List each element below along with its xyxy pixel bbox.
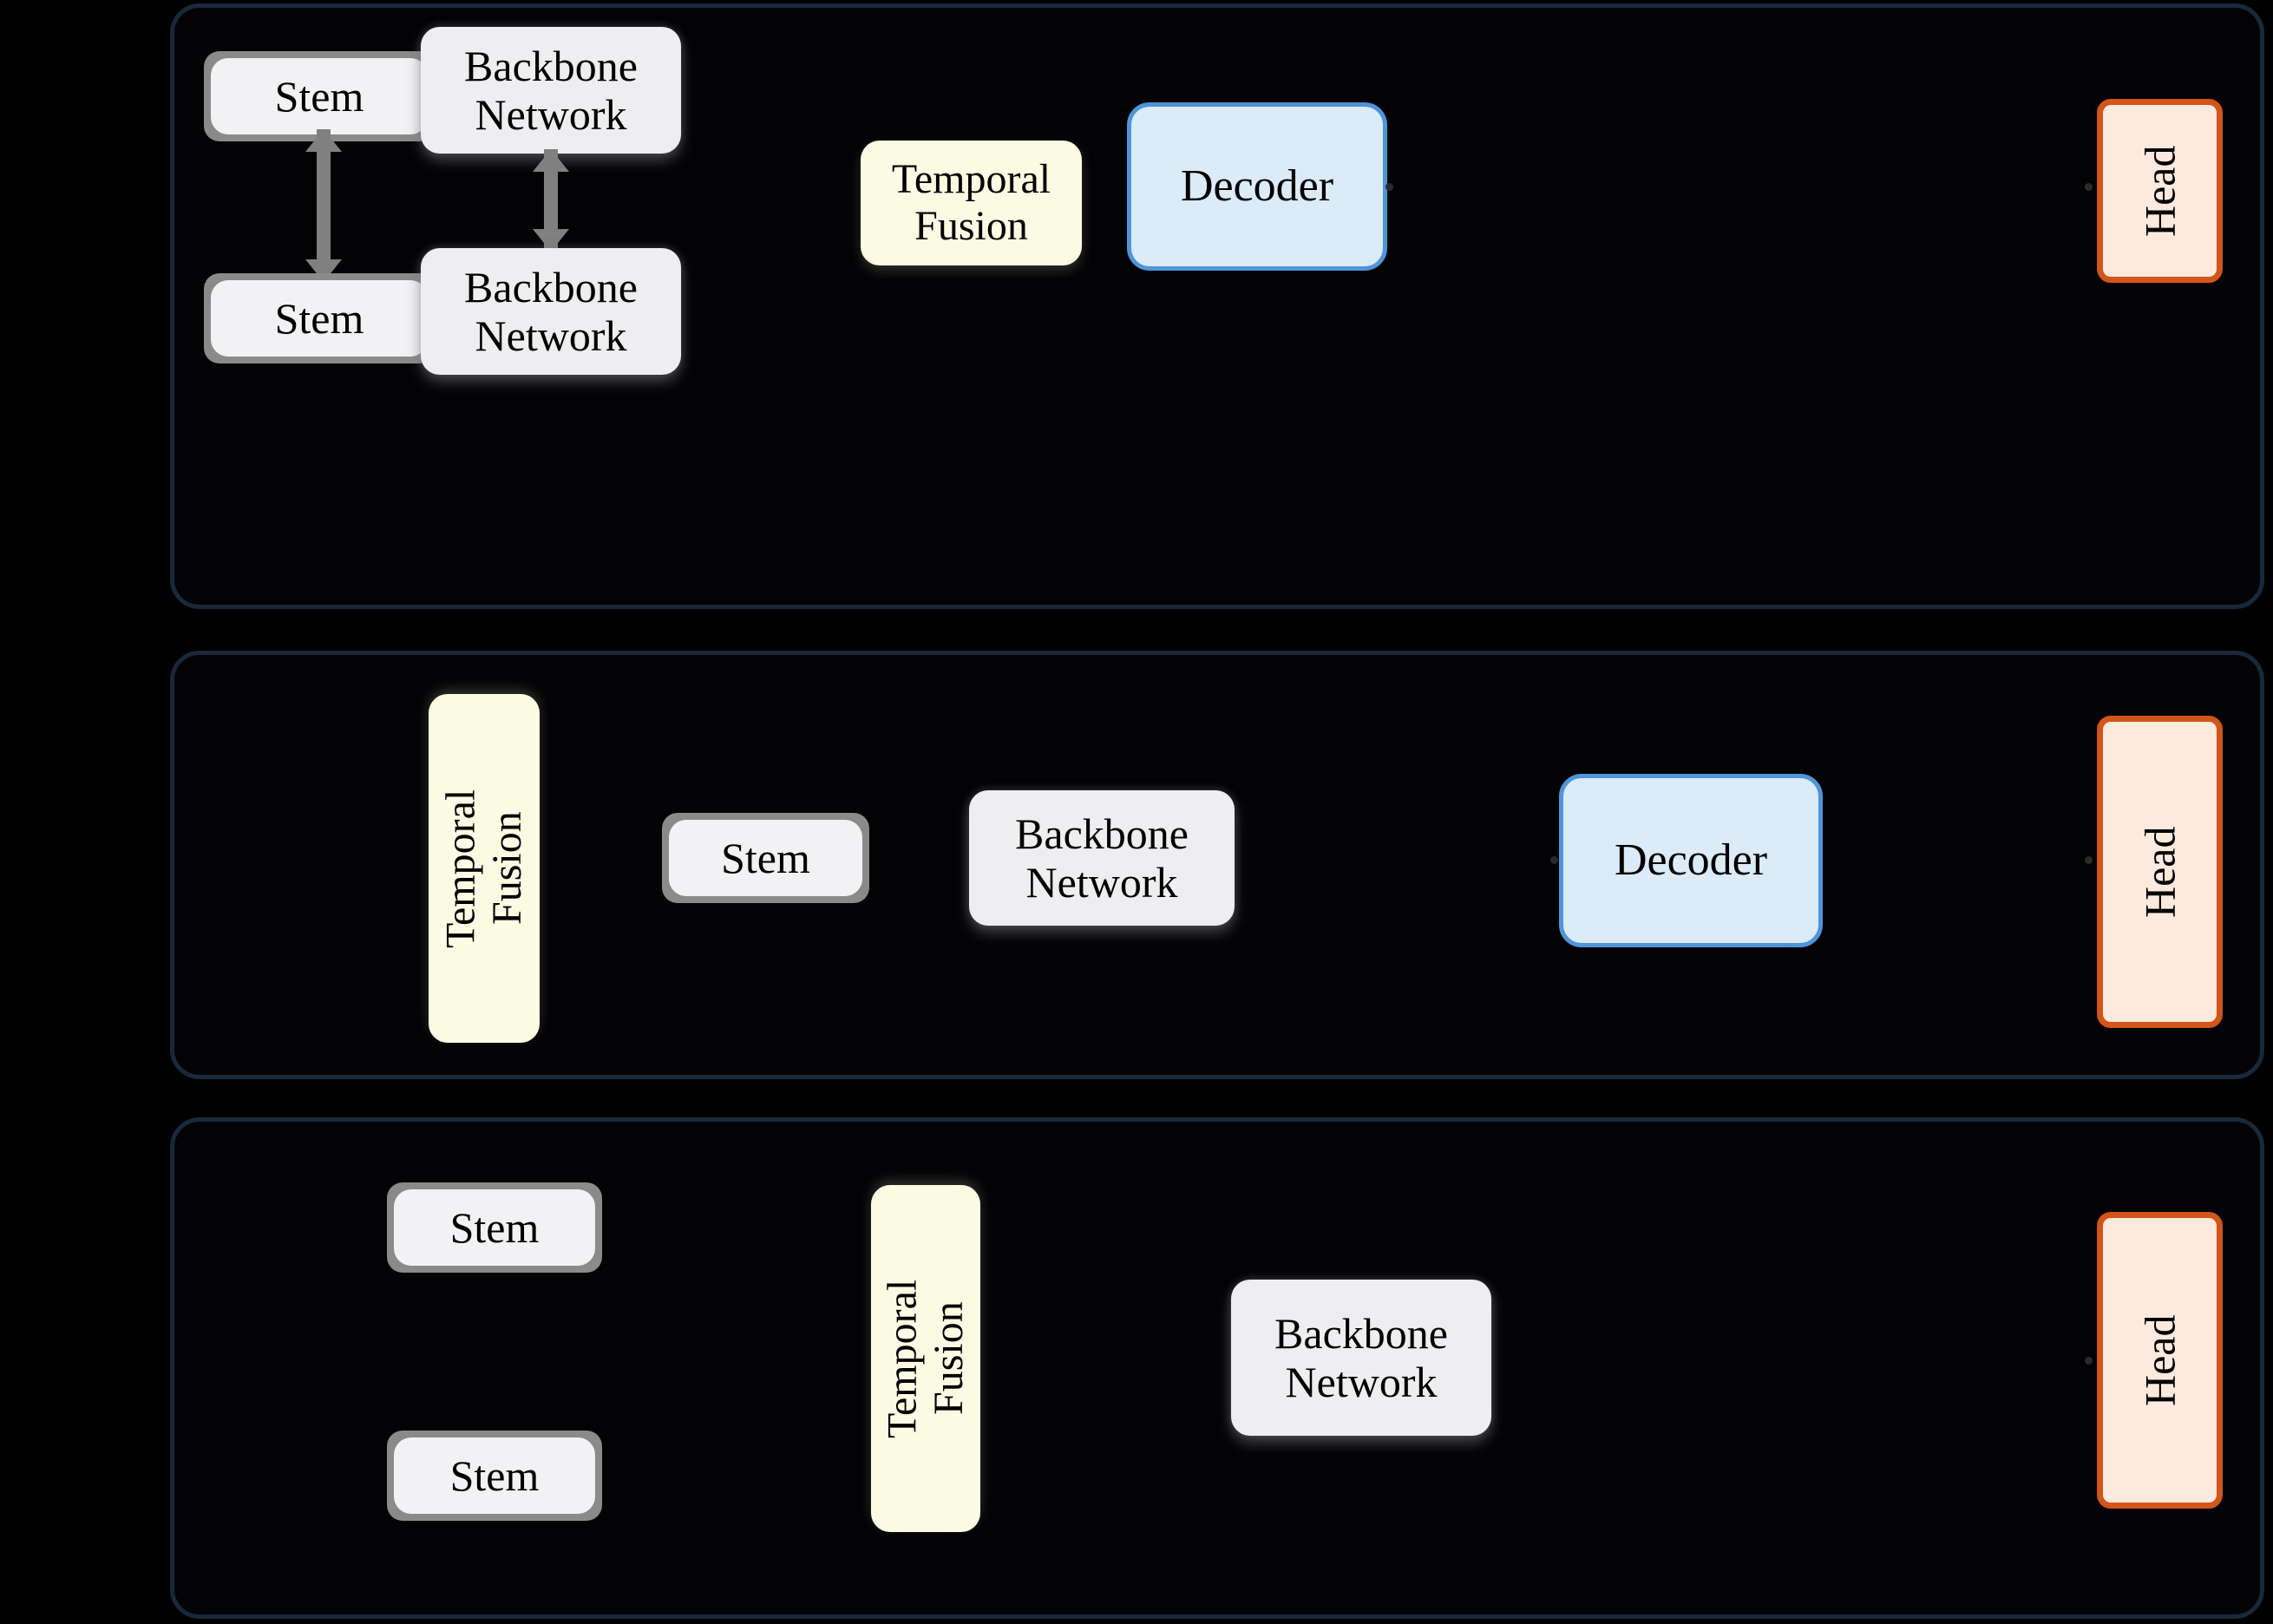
- panel-3-temporal-fusion-label: Temporal Fusion: [879, 1279, 972, 1438]
- panel-1-head-label: Head: [2135, 145, 2185, 237]
- panel-1-port-head-in: [2085, 183, 2093, 191]
- panel-1-backbone-network-top: Backbone Network: [421, 27, 681, 154]
- panel-1-stem-top: Stem: [211, 58, 428, 134]
- panel-2-head: Head: [2097, 716, 2223, 1028]
- panel-2-backbone-network-label: Backbone Network: [1015, 809, 1189, 907]
- connector-shaft: [544, 149, 558, 252]
- panel-1-stem-bottom-label: Stem: [274, 294, 364, 343]
- panel-1-decoder-label: Decoder: [1180, 160, 1334, 211]
- panel-2-port-decoder-in: [1550, 856, 1558, 864]
- panel-3-backbone-network: Backbone Network: [1231, 1280, 1491, 1436]
- panel-1-backbone-network-top-label: Backbone Network: [464, 42, 638, 139]
- panel-3-port-head-in: [2085, 1357, 2093, 1365]
- panel-3-head: Head: [2097, 1212, 2223, 1509]
- panel-3-temporal-fusion: Temporal Fusion: [871, 1185, 980, 1532]
- panel-2-stem: Stem: [669, 820, 862, 896]
- panel-3-stem-top: Stem: [394, 1189, 595, 1266]
- panel-3-head-label: Head: [2135, 1314, 2185, 1406]
- panel-1-stem-bottom: Stem: [211, 280, 428, 357]
- panel-2-decoder: Decoder: [1559, 774, 1823, 947]
- panel-1-temporal-fusion-label: Temporal Fusion: [891, 156, 1051, 249]
- panel-2-decoder-label: Decoder: [1614, 835, 1768, 885]
- panel-2-stem-label: Stem: [721, 834, 810, 882]
- panel-3-backbone-network-label: Backbone Network: [1274, 1309, 1448, 1406]
- panel-1-port-decoder-out: [1385, 183, 1393, 191]
- panel-2-temporal-fusion: Temporal Fusion: [429, 694, 540, 1043]
- arrowhead-up-icon: [305, 129, 342, 152]
- panel-3: Stem Stem Temporal Fusion Backbone Netwo…: [170, 1117, 2264, 1619]
- arrowhead-down-icon: [533, 229, 569, 252]
- arrowhead-down-icon: [305, 259, 342, 282]
- panel-1-stem-top-label: Stem: [274, 72, 364, 121]
- panel-1-backbone-backbone-connector: [533, 149, 569, 252]
- panel-2-temporal-fusion-label: Temporal Fusion: [437, 789, 530, 948]
- panel-2-port-head-in: [2085, 856, 2093, 864]
- panel-2-backbone-network: Backbone Network: [969, 790, 1235, 926]
- panel-3-stem-bottom: Stem: [394, 1437, 595, 1514]
- connector-shaft: [317, 129, 331, 282]
- panel-3-stem-top-label: Stem: [449, 1203, 540, 1252]
- panel-1-temporal-fusion: Temporal Fusion: [861, 141, 1082, 265]
- panel-2: Temporal Fusion Stem Backbone Network De…: [170, 651, 2264, 1079]
- panel-1-decoder: Decoder: [1127, 102, 1387, 271]
- arrowhead-up-icon: [533, 149, 569, 172]
- panel-1-backbone-network-bottom: Backbone Network: [421, 248, 681, 375]
- panel-1-stem-stem-connector: [305, 129, 342, 282]
- panel-3-stem-bottom-label: Stem: [449, 1451, 540, 1500]
- panel-2-head-label: Head: [2135, 826, 2185, 918]
- panel-1: Stem Stem Backbone Network Backbone Netw…: [170, 3, 2264, 609]
- panel-1-backbone-network-bottom-label: Backbone Network: [464, 263, 638, 360]
- panel-1-head: Head: [2097, 99, 2223, 283]
